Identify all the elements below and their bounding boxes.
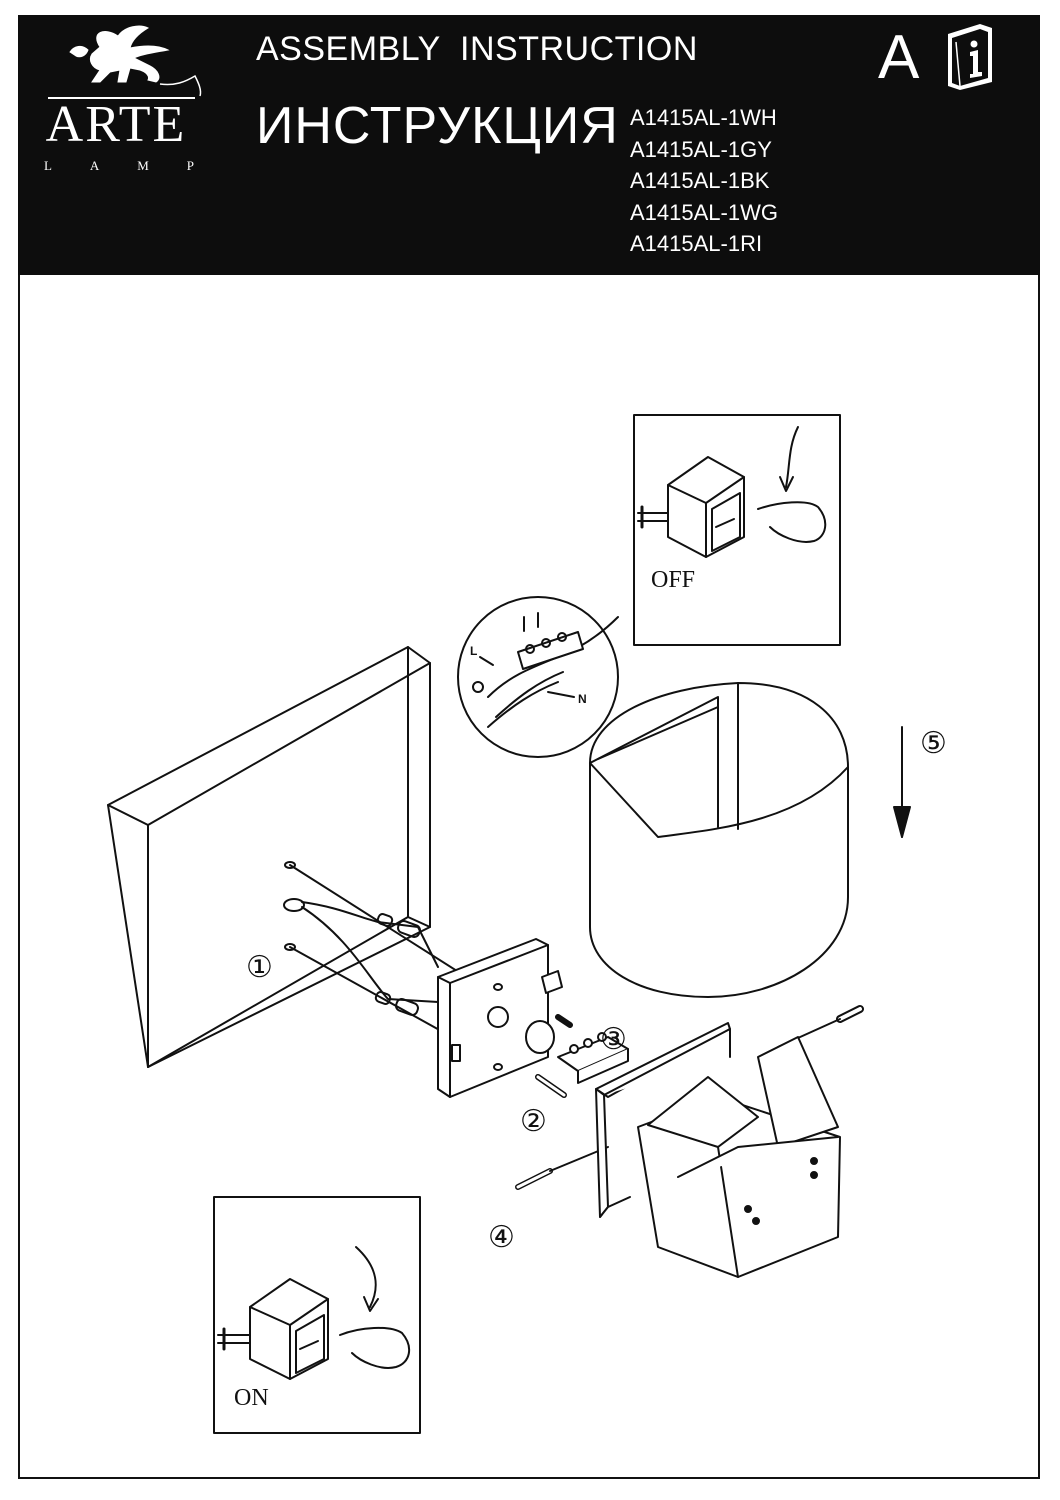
lamp-bracket	[595, 1022, 731, 1218]
wire-label-live: L	[470, 644, 477, 658]
header-bar	[18, 15, 1040, 275]
hand-icon	[757, 501, 827, 543]
step-2-marker: ②	[520, 1104, 547, 1139]
hand-icon	[339, 1326, 411, 1369]
assembly-diagram: L N	[107, 414, 911, 1434]
step-4-marker: ④	[488, 1220, 515, 1255]
curved-arrow-icon	[785, 426, 799, 488]
brand-sub-letter: M	[137, 158, 149, 173]
model-item: A1415AL-1BK	[630, 168, 770, 193]
title-english: ASSEMBLY INSTRUCTION	[256, 30, 698, 68]
wall-block	[107, 646, 431, 1068]
wire-connectors	[374, 913, 421, 1016]
brand-subtitle: L A M P	[44, 158, 194, 174]
model-item: A1415AL-1WH	[630, 105, 777, 130]
wiring-detail	[457, 596, 619, 758]
wire-label-neutral: N	[578, 692, 587, 706]
model-item: A1415AL-1GY	[630, 136, 772, 162]
brand-name: ARTE	[45, 96, 187, 153]
brand-sub-letter: P	[186, 158, 194, 173]
brand-sub-letter: L	[44, 158, 52, 173]
switch-on-inset	[213, 1196, 421, 1434]
lamp-body	[637, 1036, 841, 1278]
section-letter: A	[878, 23, 920, 92]
mounting-plate	[437, 938, 549, 1098]
switch-off-inset	[633, 414, 841, 646]
step-5-marker: ⑤	[920, 726, 947, 761]
curved-arrow-icon	[355, 1246, 377, 1308]
step-3-marker: ③	[600, 1022, 627, 1057]
down-arrow-icon	[893, 726, 911, 838]
screws	[515, 1005, 864, 1190]
title-russian: ИНСТРУКЦИЯ	[256, 97, 619, 155]
switch-off-label: OFF	[651, 567, 696, 593]
terminal-block	[525, 970, 629, 1084]
brand-sub-letter: A	[89, 158, 100, 173]
switch-on-label: ON	[234, 1385, 269, 1411]
lamp-shade	[589, 682, 849, 998]
manual-info-icon	[948, 24, 992, 90]
winged-lion-logo-icon	[48, 25, 202, 99]
step-1-marker: ①	[246, 950, 273, 985]
model-item: A1415AL-1RI	[630, 231, 763, 256]
model-list: A1415AL-1WH A1415AL-1GY A1415AL-1BK A141…	[630, 102, 778, 260]
model-item: A1415AL-1WG	[630, 199, 778, 225]
